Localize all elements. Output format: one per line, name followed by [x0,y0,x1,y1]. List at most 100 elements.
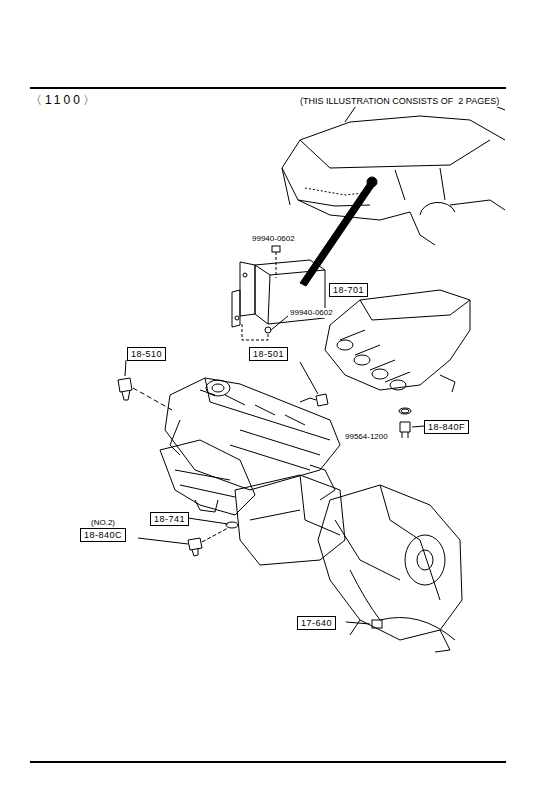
cylinder-head [212,384,224,392]
transmission-case [350,620,450,652]
intake-manifold [340,330,410,382]
transmission-case [335,520,400,580]
location-pointer [300,180,374,286]
callout-qualifier: (NO.2) [80,518,126,528]
vehicle-sketch [410,200,505,245]
temperature-sensor [122,390,130,400]
cylinder-head [310,465,335,500]
control-unit [232,290,240,327]
control-unit [276,252,277,278]
cylinder-head [206,380,230,396]
exhaust-manifold [195,500,218,512]
pressure-switch [399,408,411,414]
part-callout: 18-510 [127,347,166,361]
speed-sensor [380,618,455,641]
intake-manifold [372,369,388,379]
vehicle-sketch [300,140,490,168]
speed-sensor [372,620,382,628]
pressure-switch [400,422,410,432]
page-note: (THIS ILLUSTRATION CONSISTS OF 2 PAGES) [300,95,499,107]
knock-sensor [188,518,228,524]
speed-sensor [350,570,380,620]
transmission-case [318,485,462,640]
callout-number: 18-840F [424,420,469,434]
vehicle-sketch [282,96,505,245]
oil-pressure-sensor [300,398,316,402]
part-number: 99940-0602 [252,234,295,244]
part-number: 99940-0602 [290,308,333,318]
callout-number: 18-701 [329,283,368,297]
knock-sensor [226,522,238,528]
pressure-switch [402,432,408,438]
pressure-switch [412,426,424,427]
transmission-case [380,485,440,600]
part-callout: 17-640 [297,616,336,630]
part-number: 99564-1200 [345,432,388,442]
intake-manifold [337,340,353,350]
knock-sensor [192,548,198,556]
callout-number: 18-741 [150,512,189,526]
engine-block [300,475,340,535]
intake-manifold [325,290,470,390]
location-pointer [300,180,374,286]
engine-block [235,475,345,565]
page-rule [30,761,506,763]
page-rule [30,87,506,89]
intake-manifold [325,290,470,392]
oil-pressure-sensor [300,362,318,394]
page-rule [30,88,506,762]
exhaust-manifold [160,420,255,515]
speed-sensor [346,570,455,640]
vehicle-sketch [282,116,505,205]
intake-manifold [354,355,370,365]
control-unit [240,262,255,316]
cylinder-head [200,390,305,425]
vehicle-sketch [282,168,410,220]
transmission-case [405,535,445,585]
control-unit [232,246,325,340]
temperature-sensor [125,360,126,376]
knock-sensor [188,538,202,550]
control-unit [243,273,247,277]
part-callout: 18-501 [249,347,288,361]
control-unit [242,322,268,340]
section-number: 〈1100〉 [30,93,98,107]
exhaust-manifold [175,470,235,497]
vehicle-sketch [420,202,455,215]
callout-number: 18-501 [249,347,288,361]
part-callout: (NO.2)18-840C [80,518,126,542]
control-unit [272,246,280,252]
exhaust-manifold [170,420,180,455]
control-unit [235,316,239,320]
pressure-switch [399,408,424,438]
part-callout: 18-840F [424,420,469,434]
knock-sensor [138,538,188,544]
intake-manifold [390,380,406,390]
cylinder-head [230,430,320,470]
temperature-sensor [118,378,132,392]
oil-pressure-sensor [316,394,328,406]
engine-block [235,475,345,565]
washer-leader [401,409,409,413]
transmission-case [318,485,462,652]
intake-manifold [360,300,470,320]
washer-leader [401,409,409,413]
part-callout: 18-701 [329,283,368,297]
transmission-case [417,550,433,570]
control-unit [271,316,288,330]
callout-number: 18-840C [80,528,126,542]
speed-sensor [346,622,370,624]
temperature-sensor [118,360,172,410]
callout-number: 17-640 [297,616,336,630]
cylinder-head [165,378,340,500]
oil-pressure-sensor [300,362,328,406]
vehicle-sketch [395,168,445,200]
intake-manifold [440,375,455,392]
engine-block [250,510,300,520]
temperature-sensor [133,388,172,410]
exhaust-manifold [160,440,255,515]
control-unit [265,327,271,333]
knock-sensor [202,528,228,542]
cylinder-head [205,378,330,440]
